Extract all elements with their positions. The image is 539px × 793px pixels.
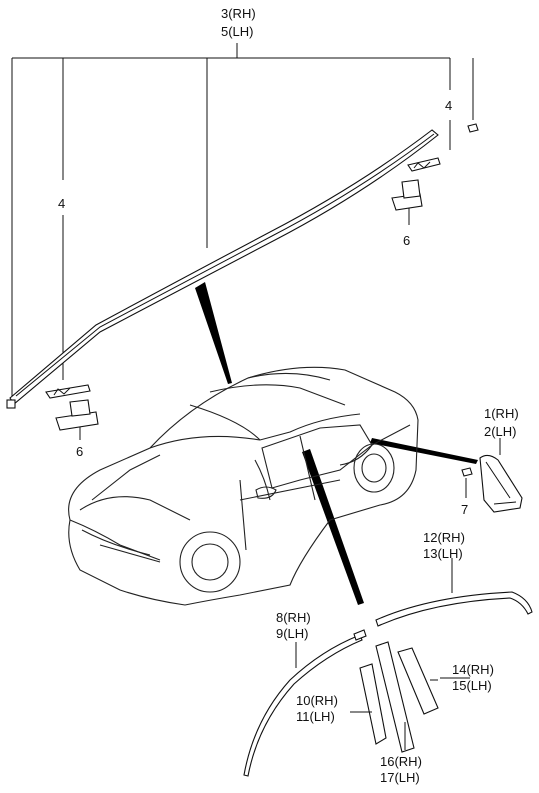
callout-14: 14(RH) bbox=[452, 662, 494, 677]
quarter-trim-clip bbox=[461, 467, 473, 477]
door-frame-moulding-rear bbox=[375, 558, 533, 627]
callout-7: 7 bbox=[461, 502, 468, 517]
callout-3: 3(RH) bbox=[221, 6, 256, 21]
callout-5: 5(LH) bbox=[221, 24, 254, 39]
callout-8: 8(RH) bbox=[276, 610, 311, 625]
door-mouldings-leaders bbox=[350, 677, 470, 750]
moulding-clip-right bbox=[407, 157, 441, 172]
callout-15: 15(LH) bbox=[452, 678, 492, 693]
moulding-end-cap-right bbox=[467, 123, 479, 133]
callout-6-left: 6 bbox=[76, 444, 83, 459]
callout-13: 13(LH) bbox=[423, 546, 463, 561]
callout-1: 1(RH) bbox=[484, 406, 519, 421]
callout-4-right: 4 bbox=[445, 98, 452, 113]
pointer-wedge-quarter bbox=[370, 438, 478, 464]
moulding-bracket-left bbox=[55, 399, 99, 431]
roof-moulding-strip bbox=[6, 129, 439, 409]
callout-2: 2(LH) bbox=[484, 424, 517, 439]
quarter-trim-piece bbox=[479, 454, 523, 513]
callout-17: 17(LH) bbox=[380, 770, 420, 785]
door-frame-moulding-front bbox=[243, 629, 367, 777]
moulding-clip-left bbox=[45, 384, 91, 399]
pointer-wedge-roof bbox=[195, 282, 232, 384]
callout-10: 10(RH) bbox=[296, 693, 338, 708]
moulding-bracket-right bbox=[391, 179, 423, 211]
callout-12: 12(RH) bbox=[423, 530, 465, 545]
car-body-illustration bbox=[68, 366, 419, 606]
callout-11: 11(LH) bbox=[296, 709, 335, 724]
pointer-wedge-pillar bbox=[302, 449, 364, 605]
door-sash-tape-front bbox=[359, 663, 387, 745]
callout-4-left: 4 bbox=[58, 196, 65, 211]
door-sash-tape-rear bbox=[397, 647, 439, 715]
quarter-trim-leaders bbox=[465, 438, 501, 498]
callout-6-right: 6 bbox=[403, 233, 410, 248]
callout-16: 16(RH) bbox=[380, 754, 422, 769]
callout-9: 9(LH) bbox=[276, 626, 309, 641]
